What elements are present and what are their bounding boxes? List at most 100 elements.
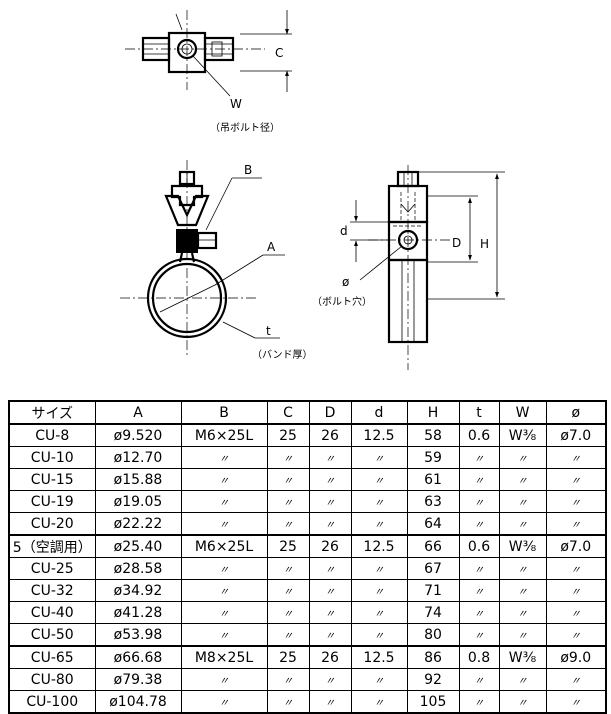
- table-cell-t: 〃: [458, 690, 500, 714]
- table-cell-t: 0.6: [458, 423, 500, 447]
- table-cell-phi: 〃: [545, 690, 607, 714]
- table-cell-d-small: 〃: [350, 446, 408, 469]
- table-cell-a: ø34.92: [94, 579, 182, 602]
- table-cell-a: ø79.38: [94, 668, 182, 691]
- table-cell-t: 0.8: [458, 645, 500, 669]
- table-cell-phi: 〃: [545, 468, 607, 491]
- table-cell-w: 〃: [498, 690, 547, 714]
- table-cell-d-big: 〃: [308, 690, 352, 714]
- table-cell-a: ø104.78: [94, 690, 182, 714]
- caption-band-thickness: （バンド厚）: [252, 349, 313, 361]
- table-cell-w: W⅜: [498, 534, 547, 558]
- table-cell-w: 〃: [498, 468, 547, 491]
- table-cell-size: CU-25: [8, 557, 96, 580]
- table-cell-d-big: 〃: [308, 446, 352, 469]
- dim-label-d-small: d: [340, 224, 348, 238]
- table-cell-a: ø28.58: [94, 557, 182, 580]
- dim-label-h: H: [480, 237, 489, 251]
- dim-label-t: t: [266, 324, 271, 338]
- table-cell-h: 63: [406, 490, 460, 513]
- table-cell-phi: 〃: [545, 490, 607, 513]
- table-cell-c: 〃: [266, 468, 310, 491]
- table-cell-a: ø41.28: [94, 601, 182, 624]
- table-cell-phi: ø7.0: [545, 423, 607, 447]
- dim-label-phi: ø: [342, 275, 349, 289]
- table-cell-c: 〃: [266, 579, 310, 602]
- table-cell-h: 80: [406, 623, 460, 647]
- table-cell-size: CU-100: [8, 690, 96, 714]
- table-cell-t: 〃: [458, 557, 500, 580]
- table-cell-c: 25: [266, 423, 310, 447]
- table-cell-phi: 〃: [545, 601, 607, 624]
- table-cell-a: ø66.68: [94, 645, 182, 669]
- table-cell-w: 〃: [498, 490, 547, 513]
- table-cell-h: 92: [406, 668, 460, 691]
- table-cell-d-big: 26: [308, 534, 352, 558]
- table-cell-d-small: 12.5: [350, 645, 408, 669]
- table-cell-h: 105: [406, 690, 460, 714]
- table-cell-h: 67: [406, 557, 460, 580]
- table-cell-b: 〃: [180, 446, 268, 469]
- table-cell-t: 〃: [458, 468, 500, 491]
- table-cell-phi: 〃: [545, 512, 607, 536]
- table-cell-d-big: 〃: [308, 623, 352, 647]
- table-cell-h: 64: [406, 512, 460, 536]
- col-header-h: H: [406, 400, 460, 425]
- table-cell-c: 〃: [266, 601, 310, 624]
- table-cell-a: ø22.22: [94, 512, 182, 536]
- table-cell-d-big: 〃: [308, 490, 352, 513]
- table-cell-a: ø25.40: [94, 534, 182, 558]
- table-cell-size: 5（空調用）: [8, 534, 96, 558]
- table-cell-size: CU-65: [8, 645, 96, 669]
- table-cell-d-big: 〃: [308, 579, 352, 602]
- col-header-d-big: D: [308, 400, 352, 425]
- table-cell-d-big: 〃: [308, 668, 352, 691]
- table-cell-phi: 〃: [545, 623, 607, 647]
- table-cell-phi: 〃: [545, 446, 607, 469]
- table-cell-c: 〃: [266, 690, 310, 714]
- table-cell-size: CU-80: [8, 668, 96, 691]
- table-cell-t: 0.6: [458, 534, 500, 558]
- table-cell-size: CU-32: [8, 579, 96, 602]
- table-cell-c: 〃: [266, 512, 310, 536]
- table-cell-t: 〃: [458, 668, 500, 691]
- table-cell-b: 〃: [180, 623, 268, 647]
- table-cell-b: 〃: [180, 512, 268, 536]
- dim-label-b: B: [244, 163, 252, 177]
- table-cell-b: M6×25L: [180, 534, 268, 558]
- table-cell-t: 〃: [458, 446, 500, 469]
- table-cell-phi: 〃: [545, 668, 607, 691]
- table-cell-size: CU-19: [8, 490, 96, 513]
- table-cell-d-big: 〃: [308, 512, 352, 536]
- table-cell-w: 〃: [498, 446, 547, 469]
- side-view: D H d ø （ボルト穴）: [312, 165, 505, 370]
- table-cell-w: 〃: [498, 601, 547, 624]
- table-cell-t: 〃: [458, 512, 500, 536]
- table-cell-d-small: 〃: [350, 579, 408, 602]
- table-cell-a: ø53.98: [94, 623, 182, 647]
- table-cell-size: CU-8: [8, 423, 96, 447]
- caption-bolt-hole: （ボルト穴）: [312, 295, 372, 308]
- table-cell-c: 25: [266, 534, 310, 558]
- table-cell-b: 〃: [180, 579, 268, 602]
- table-cell-size: CU-10: [8, 446, 96, 469]
- table-cell-b: 〃: [180, 557, 268, 580]
- dim-label-d-big: D: [452, 236, 461, 250]
- table-cell-t: 〃: [458, 601, 500, 624]
- table-cell-a: ø9.520: [94, 423, 182, 447]
- table-cell-d-big: 26: [308, 645, 352, 669]
- table-cell-w: 〃: [498, 579, 547, 602]
- table-cell-phi: 〃: [545, 579, 607, 602]
- table-cell-d-small: 〃: [350, 512, 408, 536]
- table-cell-d-small: 〃: [350, 690, 408, 714]
